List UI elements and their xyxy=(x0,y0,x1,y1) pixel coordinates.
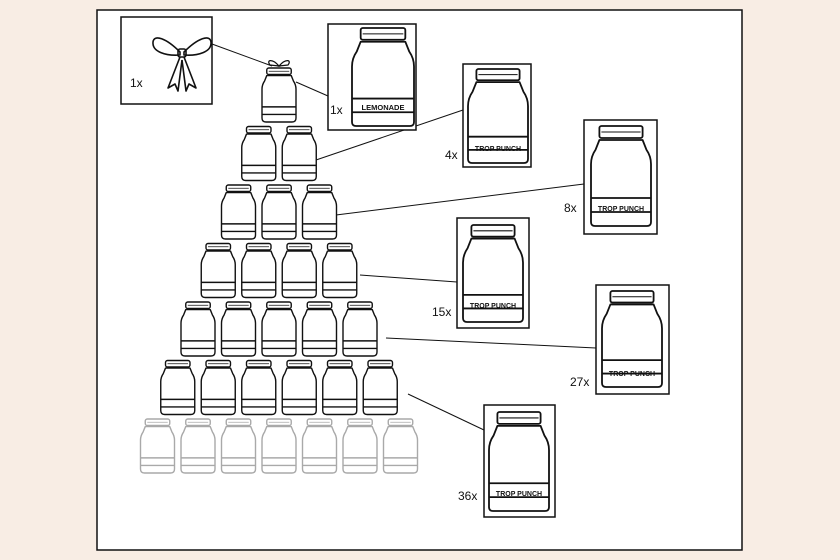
callout-count-label: 36x xyxy=(458,489,477,503)
pyramid-jar xyxy=(241,125,277,182)
pyramid-jar xyxy=(342,301,378,357)
pyramid-jar xyxy=(261,184,297,240)
pyramid-jar xyxy=(301,301,338,357)
pyramid-jar xyxy=(322,242,358,299)
faded-jar xyxy=(342,418,378,474)
pyramid-jar xyxy=(281,242,317,299)
topper-count-label: 1x xyxy=(130,76,143,90)
leader-line xyxy=(315,109,464,161)
jar-icon xyxy=(467,68,529,164)
jar-label: TROP PUNCH xyxy=(470,303,516,310)
faded-jar xyxy=(301,418,338,474)
leader-line xyxy=(211,43,273,67)
jar-icon xyxy=(462,224,524,323)
topper-callout: 1x xyxy=(120,16,213,105)
jar-pyramid xyxy=(139,60,419,474)
pyramid-jar xyxy=(241,359,277,416)
jar-label: LEMONADE xyxy=(362,103,405,112)
faded-jar xyxy=(261,418,297,474)
callout-trop-punch-8: TROP PUNCH 8x xyxy=(564,119,658,235)
leader-line xyxy=(295,81,329,97)
pyramid-jar xyxy=(220,184,257,240)
callout-trop-punch-4: TROP PUNCH 4x xyxy=(445,63,532,168)
callout-count-label: 8x xyxy=(564,201,577,215)
callout-count-label: 15x xyxy=(432,305,451,319)
bow-icon xyxy=(152,37,212,92)
jar-label: TROP PUNCH xyxy=(475,146,521,153)
faded-jar xyxy=(139,418,176,474)
faded-jar xyxy=(382,418,419,474)
jar-icon xyxy=(601,290,663,388)
pyramid-jar xyxy=(322,359,358,416)
jar-label: TROP PUNCH xyxy=(598,206,644,213)
pyramid-jar xyxy=(261,301,297,357)
topper-callout-box xyxy=(120,16,213,105)
callout-trop-punch-27: TROP PUNCH 27x xyxy=(570,284,670,395)
leader-line xyxy=(385,337,597,349)
faded-jar xyxy=(220,418,257,474)
pyramid-jar xyxy=(200,242,236,299)
pyramid-jar xyxy=(362,359,398,416)
top-jar-bow-icon xyxy=(268,60,290,67)
pyramid-jar xyxy=(200,359,236,416)
callout-trop-punch-15: TROP PUNCH 15x xyxy=(432,217,530,329)
pyramid-jar xyxy=(241,242,277,299)
callout-count-label: 27x xyxy=(570,375,589,389)
jar-label: TROP PUNCH xyxy=(496,491,542,498)
jar-icon xyxy=(488,411,550,512)
pyramid-jar xyxy=(301,184,338,240)
pyramid-jar xyxy=(160,359,196,416)
callout-lemonade: LEMONADE 1x xyxy=(327,23,417,131)
pyramid-jar xyxy=(261,67,297,123)
leader-line xyxy=(407,393,485,431)
leader-lines xyxy=(211,43,597,431)
callout-count-label: 1x xyxy=(330,103,343,117)
jar-icon xyxy=(351,27,415,127)
pyramid-jar xyxy=(281,125,317,182)
callout-trop-punch-36: TROP PUNCH 36x xyxy=(458,404,556,518)
leader-line xyxy=(359,274,458,283)
callout-count-label: 4x xyxy=(445,148,458,162)
pyramid-jar xyxy=(180,301,216,357)
faded-jar xyxy=(180,418,216,474)
jar-label: TROP PUNCH xyxy=(609,371,655,378)
pyramid-jar xyxy=(281,359,317,416)
leader-line xyxy=(335,183,585,216)
pyramid-jar xyxy=(220,301,257,357)
jar-icon xyxy=(590,125,652,227)
